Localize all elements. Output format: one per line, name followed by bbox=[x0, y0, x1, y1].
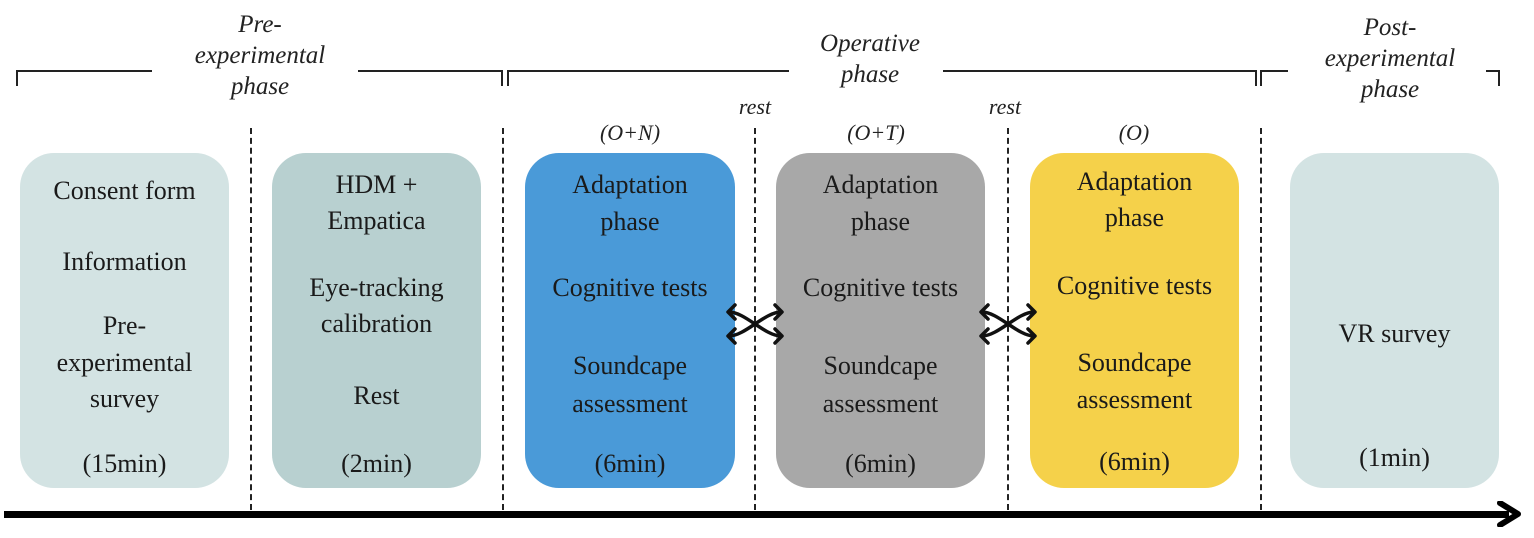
box-text: HDM + bbox=[335, 170, 418, 199]
bracket-pre-left bbox=[16, 70, 152, 86]
phase-label-line: experimental bbox=[1324, 45, 1456, 72]
crossing-double-arrows-icon bbox=[726, 303, 784, 345]
bracket-post-right bbox=[1486, 70, 1500, 86]
box-text: assessment bbox=[1076, 385, 1193, 414]
timeline-axis bbox=[4, 511, 1509, 518]
divider bbox=[502, 128, 504, 510]
phase-label-line: Post- bbox=[1363, 14, 1417, 41]
crossing-double-arrows-icon bbox=[979, 303, 1037, 345]
box-text: survey bbox=[89, 384, 160, 413]
box-duration: (2min) bbox=[341, 449, 412, 478]
bracket-post-left bbox=[1260, 70, 1288, 86]
box-text: phase bbox=[850, 207, 911, 236]
box-text: Eye-tracking bbox=[309, 273, 444, 302]
box-text: Cognitive tests bbox=[552, 273, 708, 302]
box-text: experimental bbox=[56, 348, 193, 377]
box-consent: Consent form Information Pre- experiment… bbox=[20, 153, 229, 488]
box-duration: (6min) bbox=[1099, 447, 1170, 476]
box-text: Pre- bbox=[102, 311, 147, 340]
box-vr-survey: VR survey (1min) bbox=[1290, 153, 1499, 488]
phase-label-pre-experimental: Pre- experimental phase bbox=[160, 9, 360, 102]
condition-label-o-n: (O+N) bbox=[599, 120, 661, 145]
box-text: Empatica bbox=[327, 206, 426, 235]
condition-label-o-t: (O+T) bbox=[847, 120, 905, 145]
box-text: Adaptation bbox=[572, 170, 688, 199]
phase-label-operative: Operative phase bbox=[770, 28, 970, 90]
box-text: Information bbox=[62, 247, 187, 276]
box-text: phase bbox=[600, 207, 660, 236]
box-duration: (6min) bbox=[594, 449, 666, 478]
box-text: assessment bbox=[822, 389, 939, 418]
bracket-operative-left bbox=[507, 70, 789, 86]
box-text: Soundcape bbox=[823, 351, 938, 380]
box-setup: HDM + Empatica Eye-tracking calibration … bbox=[272, 153, 481, 488]
phase-label-line: phase bbox=[230, 73, 290, 100]
divider bbox=[1260, 128, 1262, 510]
box-text: phase bbox=[1104, 203, 1165, 232]
phase-label-post-experimental: Post- experimental phase bbox=[1290, 12, 1490, 105]
condition-label-o: (O) bbox=[1118, 120, 1150, 145]
bracket-pre-right bbox=[358, 70, 503, 86]
box-text: Cognitive tests bbox=[1056, 271, 1213, 300]
box-duration: (15min) bbox=[82, 449, 167, 478]
box-condition-o-t: Adaptation phase Cognitive tests Soundca… bbox=[776, 153, 985, 488]
box-text: Soundcape bbox=[1077, 348, 1192, 377]
box-text: Adaptation bbox=[1076, 167, 1193, 196]
box-text: Cognitive tests bbox=[802, 273, 959, 302]
box-condition-o: Adaptation phase Cognitive tests Soundca… bbox=[1030, 153, 1239, 488]
box-text: VR survey bbox=[1338, 319, 1451, 348]
box-text: Rest bbox=[353, 381, 400, 410]
rest-label-2: rest bbox=[988, 94, 1022, 119]
box-condition-o-n: Adaptation phase Cognitive tests Soundca… bbox=[525, 153, 735, 488]
rest-label-1: rest bbox=[738, 94, 772, 119]
box-text: assessment bbox=[572, 389, 688, 418]
box-duration: (6min) bbox=[845, 449, 916, 478]
box-text: Consent form bbox=[53, 176, 196, 205]
box-text: calibration bbox=[320, 309, 433, 338]
divider bbox=[754, 128, 756, 510]
phase-label-line: Pre- bbox=[238, 11, 282, 38]
phase-label-line: phase bbox=[840, 61, 900, 88]
bracket-operative-right bbox=[943, 70, 1257, 86]
box-duration: (1min) bbox=[1359, 443, 1430, 472]
phase-label-line: Operative bbox=[820, 30, 920, 57]
divider bbox=[1007, 128, 1009, 510]
box-text: Soundcape bbox=[572, 351, 688, 380]
phase-label-line: phase bbox=[1360, 76, 1420, 103]
box-text: Adaptation bbox=[822, 170, 939, 199]
phase-label-line: experimental bbox=[194, 42, 326, 69]
divider bbox=[250, 128, 252, 510]
arrow-right-icon bbox=[1497, 501, 1521, 527]
